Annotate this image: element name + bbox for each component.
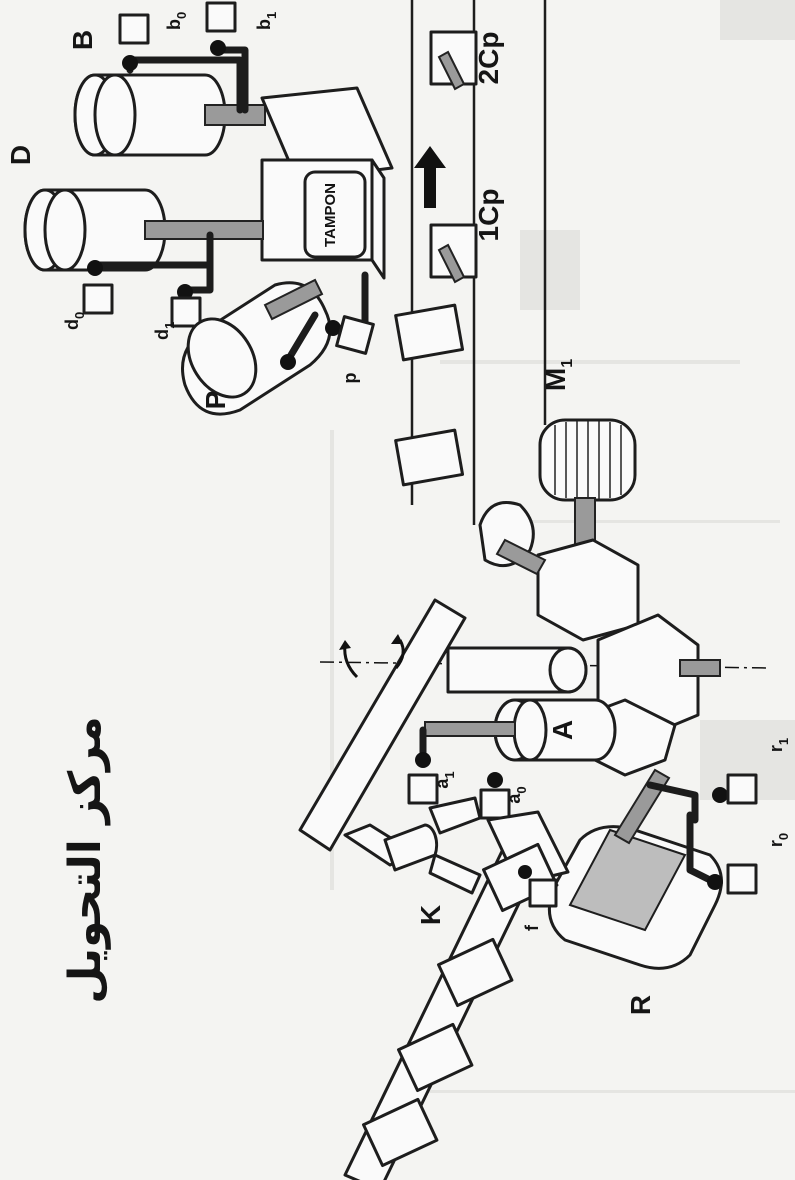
- feeder-workpiece-2: [437, 937, 514, 1008]
- label-a0: a0: [504, 786, 529, 803]
- sensor-f: f: [518, 865, 558, 931]
- label-b1: b1: [254, 12, 279, 30]
- label-k: K: [415, 905, 446, 925]
- sensor-p-head-2: [325, 320, 341, 336]
- workpiece-on-belt-1: [394, 303, 465, 362]
- label-p-cylinder: P: [200, 391, 231, 410]
- sensor-d0-box: [82, 283, 114, 315]
- label-d0: d0: [62, 312, 87, 330]
- sensor-r1-head: [712, 787, 728, 803]
- label-r0: r0: [766, 833, 791, 847]
- cylinder-p: P: [181, 278, 332, 416]
- central-column-cap: [548, 646, 588, 694]
- sensor-b1-head: [210, 40, 226, 56]
- tampon-label: TAMPON: [322, 183, 339, 247]
- gearbox-output-shaft: [495, 538, 547, 576]
- tampon-stamp-pad: [303, 170, 367, 259]
- sensor-d1-head: [177, 284, 193, 300]
- wire-r: [646, 781, 714, 884]
- rotating-arm: [298, 598, 467, 852]
- label-b: B: [67, 30, 98, 50]
- label-p-sensor: p: [340, 373, 360, 384]
- gripper-k-jaw-1: [428, 796, 482, 835]
- label-r1: r1: [766, 738, 791, 752]
- rotation-arrow-ccw-head-icon: [339, 640, 351, 650]
- sensor-d0-head: [87, 260, 103, 276]
- central-shaft-end: [679, 659, 721, 677]
- label-d1: d1: [152, 322, 177, 340]
- sensor-2cp-lever: [437, 50, 466, 91]
- sensor-2cp: 2Cp: [429, 30, 504, 91]
- sensor-r0-head: [707, 874, 723, 890]
- label-a: A: [547, 720, 578, 740]
- diagram-title: مركز التحويل: [60, 716, 111, 1004]
- sensor-r0-box: [726, 863, 758, 895]
- label-r: R: [625, 995, 656, 1015]
- cylinder-d-end-ring: [43, 188, 87, 272]
- cylinder-b-pusher-plate: [260, 86, 394, 182]
- sensors-b: b0 b1: [118, 1, 279, 114]
- sensor-a0-box: [479, 788, 511, 820]
- sensor-r1-box: [726, 773, 758, 805]
- sensor-b0-box: [118, 13, 150, 45]
- sensor-f-head: [518, 865, 532, 879]
- sensor-b0-head: [122, 55, 138, 71]
- label-1cp: 1Cp: [473, 189, 504, 242]
- cylinder-b-end-ring: [93, 73, 137, 157]
- sensor-f-box: [528, 878, 558, 908]
- gripper-k: K: [343, 796, 482, 925]
- sensors-r: r0 r1: [646, 738, 791, 895]
- sensor-d1-box: [170, 296, 202, 328]
- cylinder-b: B: [67, 30, 394, 182]
- rotation-arrow-ccw: [343, 644, 359, 679]
- cylinder-a-end-ring: [512, 698, 548, 762]
- feeder-workpiece-3: [397, 1022, 474, 1093]
- tampon-box-side: [370, 158, 386, 280]
- cylinder-a-rod: [424, 721, 516, 737]
- feeder-chute: [343, 810, 570, 1180]
- gripper-k-jaw-2: [428, 853, 482, 895]
- motor-m1-fins: [554, 421, 622, 499]
- cylinder-d: D: [5, 145, 264, 272]
- rotation-arrow-cw-head-icon: [391, 634, 403, 644]
- sensors-d: d0 d1: [62, 231, 214, 340]
- cylinder-a: A: [424, 698, 617, 762]
- cylinder-r-band: [568, 828, 687, 932]
- label-d: D: [5, 145, 36, 165]
- workpiece-on-belt-2: [394, 428, 465, 487]
- sensors-a: a1 a0: [407, 726, 529, 820]
- label-b0: b0: [164, 12, 189, 30]
- label-f: f: [522, 924, 542, 931]
- gearbox-body: [536, 538, 640, 642]
- cylinder-p-rod: [263, 278, 324, 321]
- label-2cp: 2Cp: [473, 32, 504, 85]
- gripper-k-body: [383, 823, 439, 872]
- label-m1: M1: [540, 359, 576, 391]
- cylinder-d-rod: [144, 220, 264, 240]
- sensor-p-head-1: [280, 354, 296, 370]
- sensor-1cp: 1Cp: [429, 189, 504, 284]
- gearbox: [495, 538, 640, 642]
- belt-direction-arrow-icon: [414, 146, 446, 208]
- sensor-1cp-lever: [437, 243, 466, 284]
- sensor-a1-box: [407, 773, 439, 805]
- sensor-p: p: [280, 271, 375, 384]
- sensor-b1-box: [205, 1, 237, 33]
- cylinder-p-end-cap: [186, 317, 258, 399]
- label-a1: a1: [432, 771, 457, 788]
- wire-d1: [181, 236, 214, 294]
- tampon-station: TAMPON: [260, 158, 386, 280]
- sensor-a1-head: [415, 752, 431, 768]
- cylinder-b-rod: [204, 104, 266, 126]
- sensor-p-box: [335, 315, 375, 355]
- feeder-workpiece-4: [362, 1097, 439, 1168]
- sensor-a0-head: [487, 772, 503, 788]
- motor-m1: M1: [538, 359, 637, 564]
